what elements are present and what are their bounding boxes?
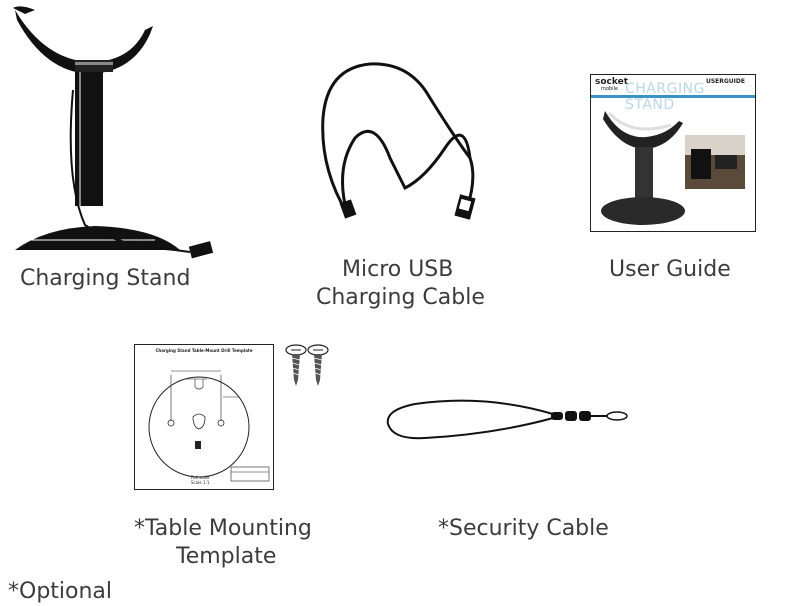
charging-stand-image: [13, 6, 214, 259]
cover-title: CHARGING STAND: [625, 81, 705, 113]
user-guide-label: User Guide: [609, 257, 731, 282]
micro-usb-cable-image: [321, 62, 476, 220]
template-label-line1: *Table Mounting: [134, 516, 312, 541]
screw-icon: [285, 344, 329, 386]
security-cable-label: *Security Cable: [438, 516, 609, 541]
template-sheet-note-right: Scale 1:1: [191, 480, 210, 485]
template-drawing: [148, 370, 270, 482]
cover-brand-sub: mobile: [601, 86, 618, 92]
template-sheet-note-left: Full scale: [191, 475, 210, 480]
user-guide-cover: socket mobile USERGUIDE CHARGING STAND: [590, 74, 756, 232]
template-label-line2: Template: [176, 544, 277, 569]
template-sheet-title: Charging Stand Table-Mount Drill Templat…: [155, 348, 253, 353]
optional-footnote: *Optional: [8, 579, 113, 604]
security-cable-image: [386, 399, 628, 440]
cover-tag: USERGUIDE: [705, 78, 745, 85]
cover-brand: socket: [595, 77, 629, 87]
micro-usb-label-line2: Charging Cable: [316, 285, 485, 310]
micro-usb-label-line1: Micro USB: [342, 257, 454, 282]
cover-rule: [591, 95, 755, 98]
charging-stand-label: Charging Stand: [20, 266, 191, 291]
cover-stand-photo: [601, 111, 745, 225]
template-sheet: Charging Stand Table-Mount Drill Templat…: [134, 344, 274, 490]
